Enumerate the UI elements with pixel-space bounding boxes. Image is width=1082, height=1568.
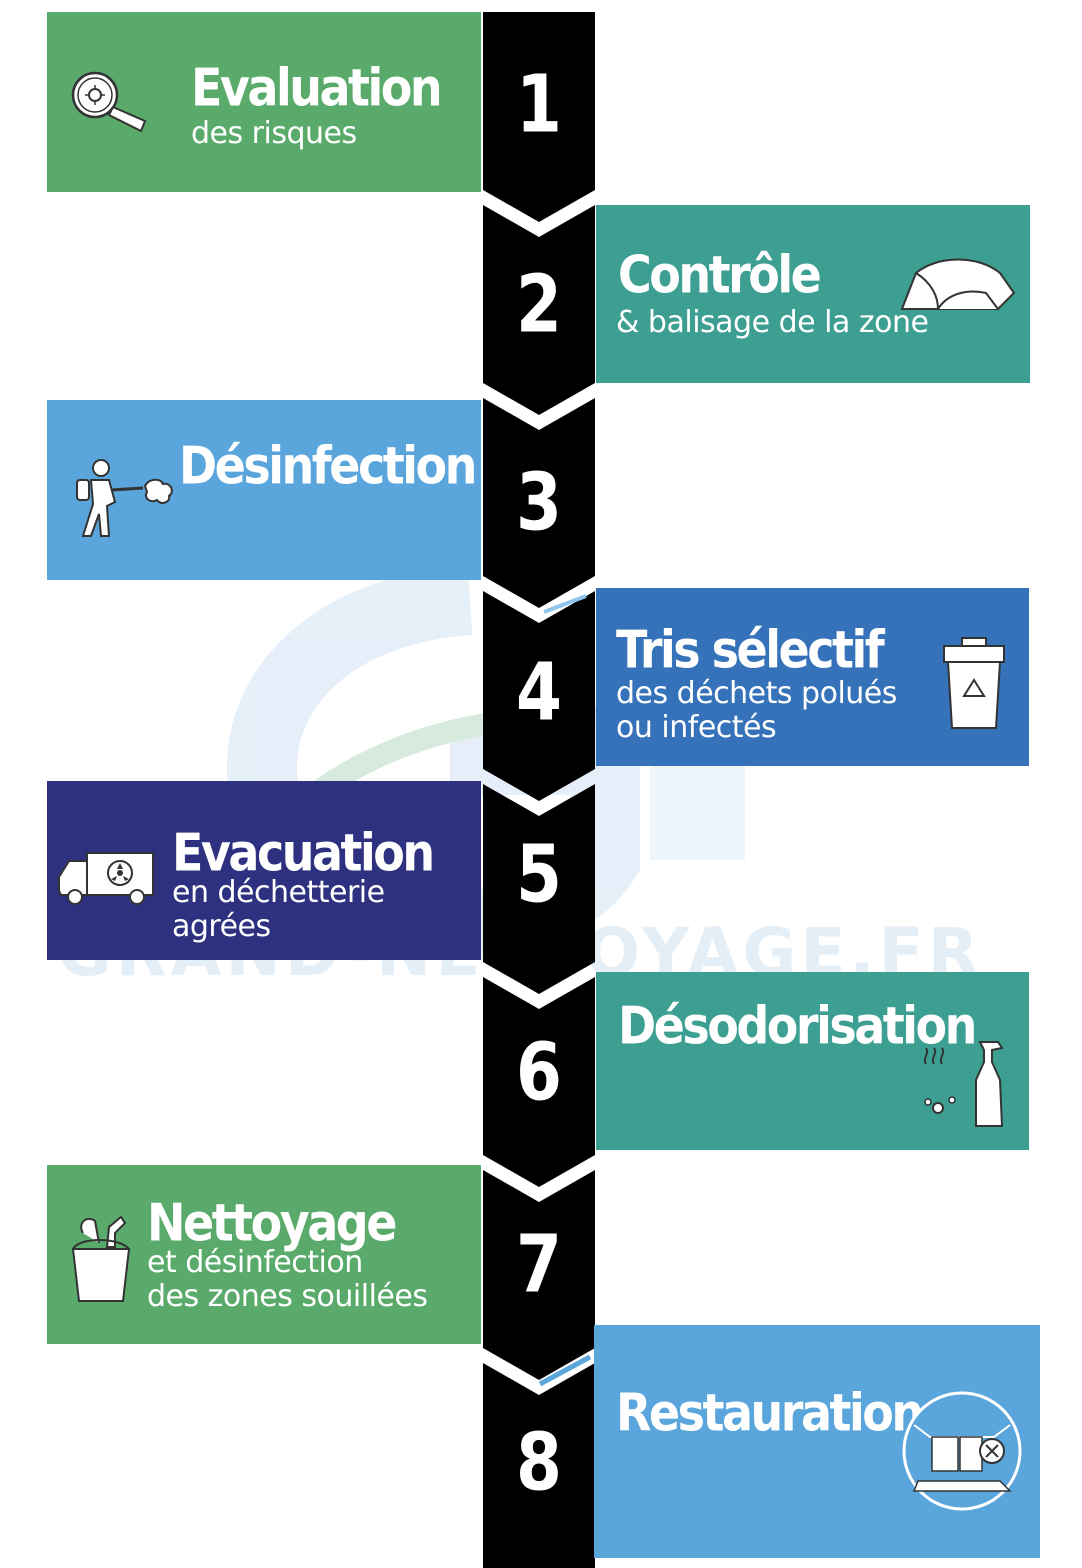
cleaning-bucket-icon (71, 1215, 131, 1302)
step-number-3: 3 (516, 456, 562, 549)
step-title-5: Evacuation (172, 822, 435, 883)
spine-segment-5 (483, 784, 595, 994)
step-card-8: Restauration (594, 1325, 1040, 1558)
tent-enclosure-icon (900, 258, 1016, 310)
sprayer-person-icon (76, 459, 173, 537)
spine-segment-1 (483, 12, 595, 222)
step-subtitle-1: des risques (191, 116, 357, 151)
step-subtitle-2: & balisage de la zone (616, 305, 929, 340)
step-card-3: Désinfection (47, 400, 481, 580)
step-title-1: Evaluation (191, 57, 443, 118)
spine-segment-8 (483, 1363, 595, 1568)
step-subtitle-4a: des déchets polués (616, 676, 897, 711)
step-title-8: Restauration (616, 1382, 924, 1443)
biohazard-truck-icon (58, 852, 154, 905)
step-number-2: 2 (516, 258, 562, 351)
step-subtitle-4b: ou infectés (616, 710, 777, 745)
step-subtitle-7b: des zones souillées (147, 1279, 428, 1314)
step-card-7: Nettoyage et désinfection des zones soui… (47, 1165, 481, 1344)
recycle-bin-icon (943, 637, 1005, 729)
step-title-6: Désodorisation (618, 995, 977, 1056)
step-number-7: 7 (516, 1218, 562, 1311)
step-number-8: 8 (516, 1416, 562, 1509)
room-repair-icon (902, 1391, 1022, 1511)
step-title-3: Désinfection (179, 435, 477, 496)
spine-segment-2 (483, 205, 595, 415)
step-number-4: 4 (516, 646, 562, 739)
step-subtitle-7a: et désinfection (147, 1245, 363, 1280)
spine-segment-4 (483, 591, 595, 801)
spine-segment-6 (483, 977, 595, 1187)
step-number-6: 6 (516, 1026, 562, 1119)
step-card-2: Contrôle & balisage de la zone (596, 205, 1030, 383)
step-card-4: Tris sélectif des déchets polués ou infe… (596, 588, 1029, 766)
step-title-2: Contrôle (618, 244, 822, 305)
step-number-1: 1 (516, 58, 562, 151)
step-title-7: Nettoyage (147, 1192, 397, 1253)
deodorizer-spray-icon (923, 1041, 1004, 1127)
spine-segment-7 (483, 1170, 595, 1380)
step-number-5: 5 (516, 828, 562, 921)
spine-segment-3 (483, 398, 595, 608)
step-card-5: Evacuation en déchetterie agrées (47, 781, 481, 960)
step-subtitle-5a: en déchetterie (172, 875, 385, 910)
step-title-4: Tris sélectif (616, 619, 885, 680)
magnifier-virus-icon (71, 71, 147, 133)
step-subtitle-5b: agrées (172, 909, 271, 944)
step-card-1: Evaluation des risques (47, 12, 481, 192)
step-card-6: Désodorisation (596, 972, 1029, 1150)
